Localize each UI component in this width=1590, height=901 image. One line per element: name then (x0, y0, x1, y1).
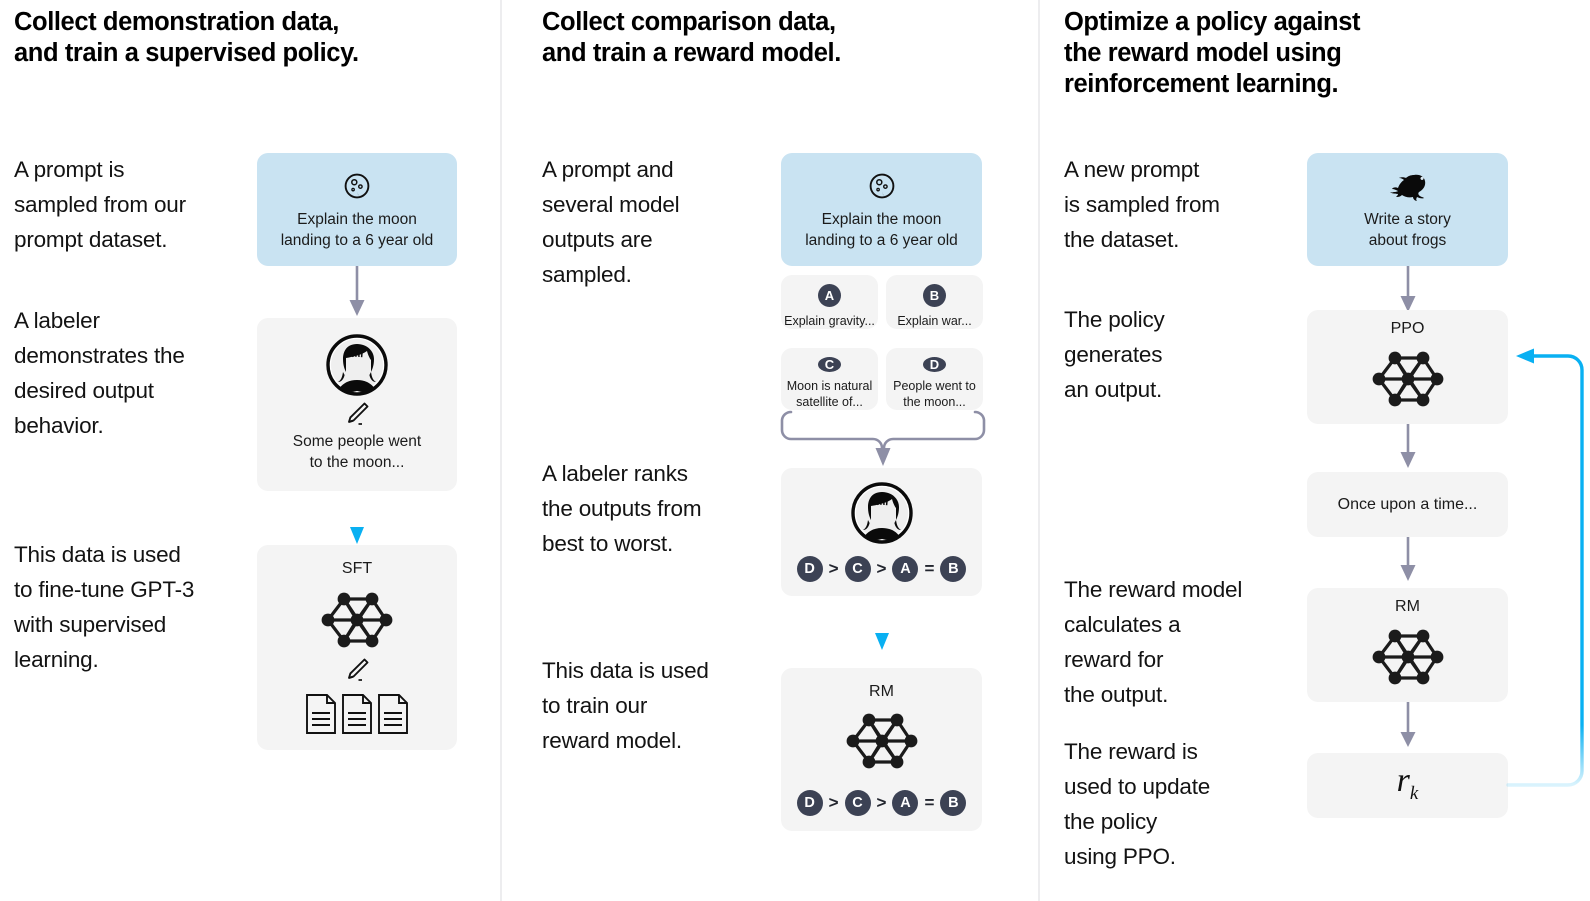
step-3-rm-tag: RM (1395, 598, 1420, 615)
rm-op-1: > (828, 793, 839, 812)
step-3-heading: Optimize a policy against the reward mod… (1064, 8, 1361, 98)
step-2-ranking-card[interactable]: D > C > A = B (781, 468, 982, 596)
step-3-caption-3: The reward model calculates a reward for… (1064, 577, 1243, 707)
rank-badge-b: B (940, 556, 967, 582)
rm-badge-c: C (844, 790, 871, 816)
step-3-caption-1: A new prompt is sampled from the dataset… (1064, 157, 1220, 252)
step-2-caption-3: This data is used to train our reward mo… (542, 658, 709, 753)
badge-c: C (818, 357, 841, 372)
rm-op-2: > (876, 793, 887, 812)
step-2-rm-tag: RM (869, 683, 894, 700)
step-2-output-card-a[interactable]: A Explain gravity... (781, 275, 878, 329)
badge-b: B (923, 284, 946, 307)
step-3-caption-4: The reward is used to update the policy … (1064, 739, 1211, 869)
step-3-output-text: Once upon a time... (1337, 496, 1478, 513)
merge-brace-connector (778, 410, 988, 468)
step-3-reward-card[interactable]: rk (1307, 753, 1508, 818)
step-1-sft-tag: SFT (341, 560, 373, 577)
badge-d: D (923, 357, 946, 372)
step-3-column: Optimize a policy against the reward mod… (1040, 0, 1590, 901)
step-1-caption-2: A labeler demonstrates the desired outpu… (14, 308, 185, 438)
step-3-ppo-card[interactable]: PPO (1307, 310, 1508, 424)
output-c-text: Moon is natural satellite of... (786, 379, 873, 409)
rm-badge-a: A (892, 790, 919, 816)
step-3-caption-2: The policy generates an output. (1064, 307, 1165, 402)
rm-op-3: = (924, 793, 935, 812)
step-3-prompt-text: Write a story about frogs (1364, 211, 1451, 249)
output-b-text: Explain war... (897, 314, 972, 328)
reward-symbol: rk (1307, 762, 1508, 805)
arrow-demo-to-sft (345, 489, 369, 547)
labeler-avatar-icon (257, 334, 457, 401)
moon-icon (257, 172, 457, 205)
output-a-text: Explain gravity... (784, 314, 875, 328)
documents-icon (257, 693, 457, 740)
step-2-prompt-card[interactable]: Explain the moon landing to a 6 year old (781, 153, 982, 266)
column-divider-1 (500, 0, 502, 901)
rank-op-2: > (876, 559, 887, 578)
arrow-prompt-to-ppo (1396, 266, 1420, 314)
step-3-rm-card[interactable]: RM (1307, 588, 1508, 702)
step-2-column: Collect comparison data, and train a rew… (502, 0, 1038, 901)
step-2-caption-2: A labeler ranks the outputs from best to… (542, 461, 702, 556)
arrow-ppo-to-output (1396, 424, 1420, 472)
arrow-ranking-to-rm (870, 595, 894, 653)
step-1-heading: Collect demonstration data, and train a … (14, 8, 359, 67)
step-1-caption-1: A prompt is sampled from our prompt data… (14, 157, 186, 252)
step-2-output-card-c[interactable]: C Moon is natural satellite of... (781, 348, 878, 410)
step-1-caption-3: This data is used to fine-tune GPT-3 wit… (14, 542, 195, 672)
arrow-output-to-rm (1396, 537, 1420, 585)
reward-subscript: k (1409, 782, 1419, 804)
step-2-prompt-text: Explain the moon landing to a 6 year old (805, 211, 958, 249)
rm-badge-b: B (940, 790, 967, 816)
pencil-icon (257, 402, 457, 431)
neural-network-icon (1307, 346, 1508, 417)
reward-r: r (1396, 762, 1410, 799)
step-1-prompt-card[interactable]: Explain the moon landing to a 6 year old (257, 153, 457, 266)
step-3-output-card[interactable]: Once upon a time... (1307, 472, 1508, 537)
neural-network-icon (257, 587, 457, 658)
rank-badge-a: A (892, 556, 919, 582)
rank-badge-d: D (796, 556, 823, 582)
badge-a: A (818, 284, 841, 307)
arrow-prompt-to-demo (345, 266, 369, 318)
column-divider-2 (1038, 0, 1040, 901)
rank-op-1: > (828, 559, 839, 578)
step-1-prompt-text: Explain the moon landing to a 6 year old (280, 211, 434, 249)
rank-op-3: = (924, 559, 935, 578)
step-2-output-card-b[interactable]: B Explain war... (886, 275, 983, 329)
feedback-loop-arrow (1502, 345, 1590, 790)
step-3-ppo-tag: PPO (1390, 320, 1425, 337)
neural-network-icon (781, 708, 982, 779)
rank-badge-c: C (844, 556, 871, 582)
arrow-rm-to-reward (1396, 702, 1420, 750)
step-1-demonstration-card[interactable]: Some people went to the moon... (257, 318, 457, 491)
step-2-rm-ranking-row: D > C > A = B (781, 790, 982, 816)
pencil-icon (257, 658, 457, 687)
output-d-text: People went to the moon... (893, 379, 976, 409)
step-1-demonstration-text: Some people went to the moon... (292, 433, 422, 471)
step-2-caption-1: A prompt and several model outputs are s… (542, 157, 680, 287)
step-3-prompt-card[interactable]: Write a story about frogs (1307, 153, 1508, 266)
step-2-ranking-row: D > C > A = B (781, 556, 982, 582)
step-2-rm-card[interactable]: RM (781, 668, 982, 831)
step-1-column: Collect demonstration data, and train a … (0, 0, 500, 901)
step-2-heading: Collect comparison data, and train a rew… (542, 8, 841, 67)
labeler-avatar-icon (781, 482, 982, 549)
neural-network-icon (1307, 624, 1508, 695)
step-2-output-card-d[interactable]: D People went to the moon... (886, 348, 983, 410)
step-1-sft-card[interactable]: SFT (257, 545, 457, 750)
moon-icon (781, 172, 982, 205)
frog-icon (1307, 171, 1508, 206)
rm-badge-d: D (796, 790, 823, 816)
